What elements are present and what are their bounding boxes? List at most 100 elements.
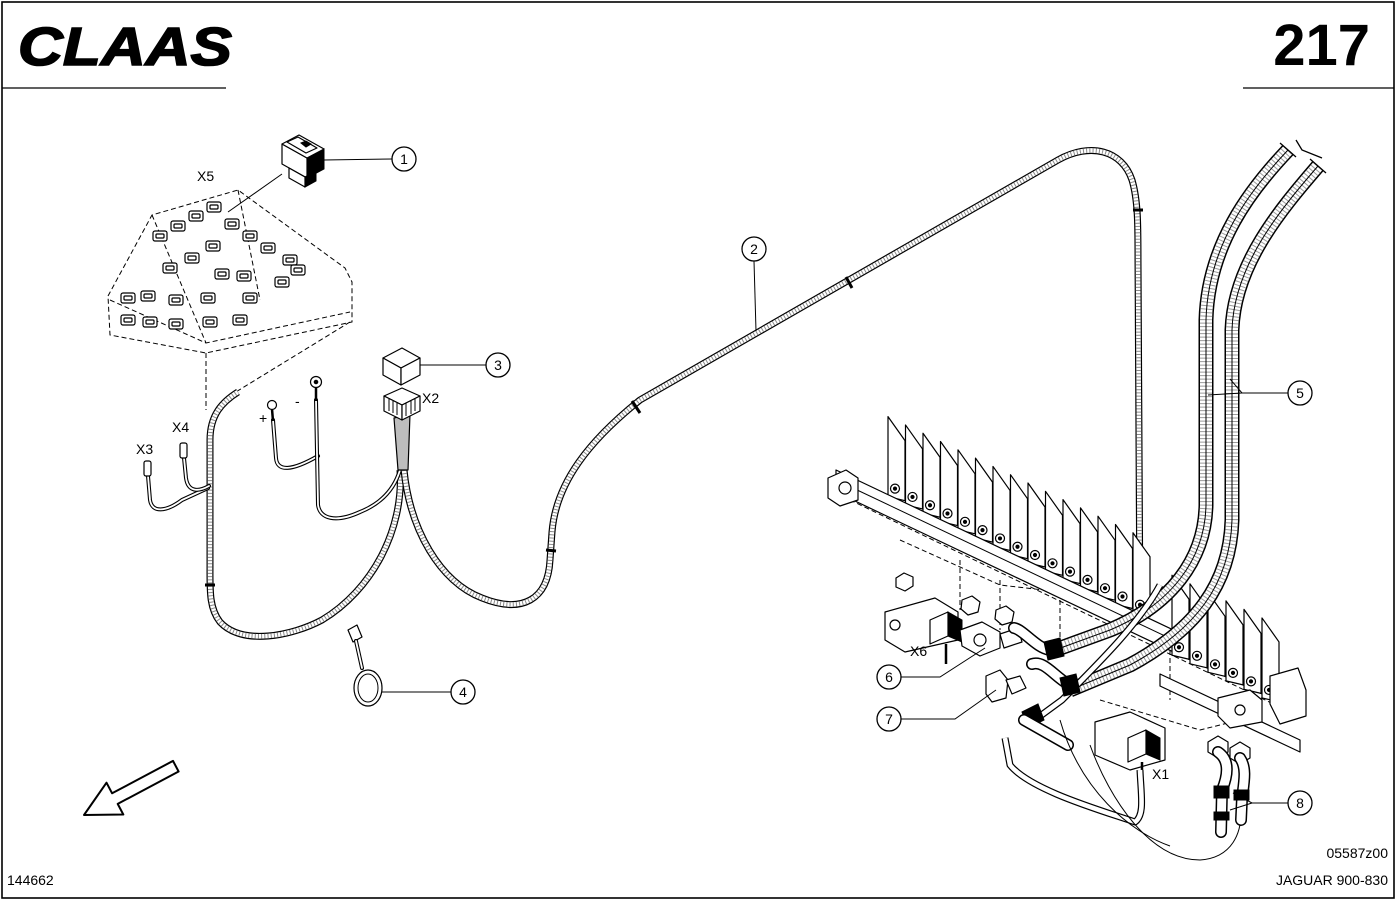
hydraulic-block [884, 572, 1166, 792]
rake-tooth [1207, 591, 1226, 677]
adapter-fitting [985, 669, 1009, 703]
x5-leader [227, 173, 283, 213]
tooth-bolt-center [1120, 594, 1125, 599]
x2-connector [383, 387, 421, 471]
x3-wire [143, 460, 210, 512]
fuse-slot-inner [191, 213, 201, 219]
return-line-fill [1002, 737, 1144, 825]
relay-cube [382, 347, 421, 386]
fuse-slot-inner [217, 271, 227, 277]
harness-band [630, 400, 642, 414]
x4-terminal [179, 442, 188, 459]
fuse-slot-inner [203, 295, 213, 301]
callout-3: 3 [485, 352, 511, 378]
fuse-panel-outline [107, 189, 353, 354]
positive-wire [266, 399, 320, 470]
callout-number: 6 [885, 669, 893, 685]
harness-band [844, 276, 854, 289]
callout-number: 8 [1296, 795, 1304, 811]
hose-end-caps [1279, 139, 1327, 174]
positive-wire-fill [272, 419, 319, 469]
tooth-bolt-center [910, 494, 915, 500]
hidden-line-loop [1059, 719, 1171, 847]
fuse-slot-inner [277, 279, 287, 285]
harness-cable-fill [401, 148, 1143, 626]
x3-terminal [143, 460, 152, 477]
tooth-bolt-center [1050, 561, 1055, 566]
label-x2: X2 [422, 390, 439, 406]
x2-pin-slots [388, 399, 416, 416]
cube-right [400, 357, 421, 386]
callout-number: 7 [885, 711, 893, 727]
label-minus: - [295, 393, 300, 409]
tee-fitting-port [973, 633, 987, 647]
fitting-nut [994, 605, 1015, 626]
elbow-b-collar [1233, 789, 1250, 801]
fuse-slot-inner [123, 295, 133, 301]
callout-7: 7 [876, 706, 902, 732]
leader-1 [323, 158, 393, 161]
loom-cable-fill [207, 390, 403, 639]
tooth-bolt-center [1248, 679, 1254, 684]
cable-tie [347, 624, 383, 707]
elbow-a-collar [1213, 811, 1230, 821]
tooth-bolt-center [1212, 662, 1218, 667]
hose-crimp [1043, 637, 1065, 661]
leader-8 [1229, 792, 1288, 811]
tooth-bolt-center [980, 528, 985, 533]
tooth-bolt-center [1067, 569, 1073, 574]
negative-wire [309, 375, 402, 521]
negative-ring-hole [313, 379, 319, 385]
mount-bolt [1234, 704, 1246, 716]
tooth-bolt-center [962, 519, 968, 524]
fuse-slot-inner [245, 295, 255, 301]
callout-5: 5 [1287, 380, 1313, 406]
rocker-switch [281, 134, 325, 188]
switch-rocker-mark [300, 140, 312, 148]
fuse-slot-inner [235, 317, 245, 323]
positive-ring-terminal [266, 399, 278, 411]
lower-pipe-loops [1001, 719, 1242, 861]
fuse-slot-inner [239, 273, 249, 279]
leader-6 [901, 647, 986, 678]
fuse-slot-inner [187, 255, 197, 261]
tooth-bolt-center [1230, 670, 1236, 675]
fuse-slot-inner [293, 267, 303, 273]
panel-loom-cable [206, 389, 404, 640]
fuse-slot-inner [227, 221, 237, 227]
x4-wire [179, 442, 211, 492]
callout-circle [1287, 790, 1313, 816]
fuse-slot-inner [171, 297, 181, 303]
fuse-panel-divider [237, 189, 261, 301]
rake-shaft-bearing [838, 481, 852, 495]
callout-number: 3 [494, 357, 502, 373]
label-x1: X1 [1152, 766, 1169, 782]
callout-circle [450, 679, 476, 705]
fuse-slot-inner [145, 319, 155, 325]
label-x6: X6 [910, 643, 927, 659]
tooth-bolt-center [892, 486, 898, 491]
switch-rocker [286, 136, 318, 154]
loom-cable-outline [206, 389, 404, 640]
page-number: 217 [1273, 13, 1370, 78]
callout-circle [876, 706, 902, 732]
tooth-bolt-center [1015, 544, 1020, 549]
callout-number: 4 [459, 684, 467, 700]
fuse-panel [107, 189, 353, 410]
cable-tie-loop-inner [357, 673, 379, 703]
callout-2: 2 [741, 236, 767, 262]
hidden-line-loop [1089, 744, 1242, 861]
tooth-bolt-center [1176, 645, 1182, 650]
tooth-bolt-center [1102, 586, 1108, 591]
rake-tooth [1225, 600, 1244, 686]
panel-hidden-line [225, 321, 351, 399]
fuse-slot-inner [285, 257, 295, 263]
label-x5: X5 [197, 168, 214, 184]
x2-bundle [393, 413, 411, 471]
callout-number: 1 [400, 151, 408, 167]
harness-band [545, 548, 557, 553]
callout-circle [876, 664, 902, 690]
callout-1: 1 [391, 146, 417, 172]
